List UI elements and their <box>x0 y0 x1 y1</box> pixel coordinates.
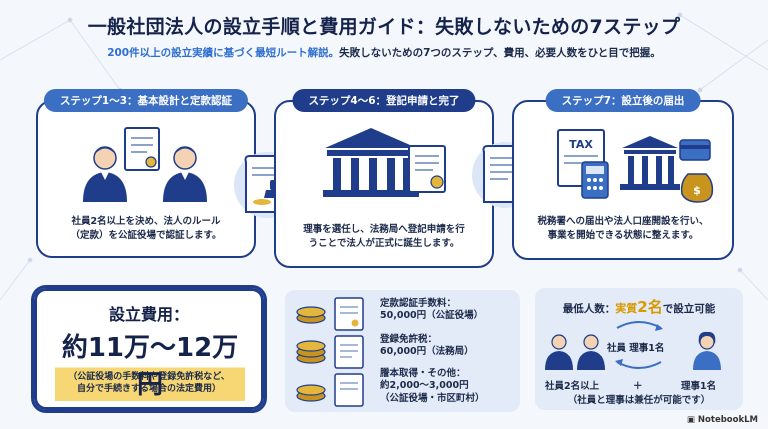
fee-item-notary: 定款認証手数料： 50,000円（公証役場） <box>380 298 483 323</box>
fees-panel: 定款認証手数料： 50,000円（公証役場） 登録免許税： 60,000円（法務… <box>285 290 520 412</box>
step-desc-1b: （定款）を公証役場で認証します。 <box>70 230 222 241</box>
step-tab-3: ステップ7：設立後の届出 <box>545 89 701 112</box>
fee-label: 定款認証手数料： <box>380 298 457 309</box>
watermark: ▣ NotebookLM <box>686 415 758 425</box>
concurrent-note: （社員と理事は兼任が可能です） <box>567 395 711 406</box>
cost-value: 約11万〜12万円 <box>55 327 245 401</box>
tax-label: TAX <box>569 138 593 151</box>
step-desc-3b: 事業を開始できる状態に整えます。 <box>547 230 699 241</box>
coins-documents-icon <box>296 297 364 407</box>
tax-bank-icon: TAX $ <box>557 129 714 203</box>
fee-amount: 約2,000〜3,000円 <box>380 380 469 392</box>
business-people-icon <box>83 127 207 202</box>
fee-item-other: 謄本取得・その他： 約2,000〜3,000円 （公証役場・市区町村） <box>380 368 485 405</box>
step-desc-3a: 税務署への届出や法人口座開設を行い、 <box>537 216 709 227</box>
step-tab-1: ステップ1〜3：基本設計と定款認証 <box>43 89 249 112</box>
minimum-title: 最低人数：実質2名で設立可能 <box>562 298 716 316</box>
watermark-icon: ▣ <box>686 415 698 425</box>
fee-amount: 50,000円（公証役場） <box>380 310 484 322</box>
cost-summary-box: 設立費用： 約11万〜12万円 （公証役場の手数料や登録免許税など、 自分で手続… <box>31 285 267 413</box>
overlap-label: 社員 理事1名 <box>607 343 665 354</box>
courthouse-icon <box>323 128 446 197</box>
fee-item-registration-tax: 登録免許税： 60,000円（法務局） <box>380 334 474 359</box>
step-desc-2a: 理事を選任し、法務局へ登記申請を行 <box>303 224 465 235</box>
minimum-people-panel: 最低人数：実質2名で設立可能 社員 理事1名 社員2名以上 ＋ 理事1名 （社員… <box>535 288 743 410</box>
step-card-3: ステップ7：設立後の届出 TAX $ 税務署への届出や法人口座開設を行い、 事業… <box>512 89 734 260</box>
members-label: 社員2名以上 <box>545 381 600 392</box>
svg-text:$: $ <box>693 184 701 197</box>
plus-sign: ＋ <box>633 381 643 392</box>
subtitle-highlight: 200件以上の設立実績に基づく最短ルート解説。 <box>107 47 340 59</box>
step-tab-2: ステップ4〜6：登記申請と完了 <box>292 89 476 112</box>
cost-note-line1: （公証役場の手数料や登録免許税など、 <box>68 372 230 382</box>
members-directors-icon <box>545 321 721 370</box>
step-card-2: ステップ4〜6：登記申請と完了 理事を選任し、法務局へ登記申請を行 うことで法人… <box>274 89 494 268</box>
directors-label: 理事1名 <box>681 381 717 392</box>
fee-amount: 60,000円（法務局） <box>380 346 474 358</box>
page-title: 一般社団法人の設立手順と費用ガイド：失敗しないための7ステップ <box>87 16 681 38</box>
cost-title: 設立費用： <box>108 305 189 324</box>
cost-note-line2: 自分で手続きする場合の法定費用） <box>76 384 221 395</box>
page-subtitle: 200件以上の設立実績に基づく最短ルート解説。失敗しないための7つのステップ、費… <box>0 45 768 60</box>
fee-note: （公証役場・市区町村） <box>380 392 485 404</box>
subtitle-rest: 失敗しないための7つのステップ、費用、必要人数をひと目で把握。 <box>339 47 661 59</box>
step-desc-2b: うことで法人が正式に誕生します。 <box>308 238 460 249</box>
step-desc-1a: 社員2名以上を決め、法人のルール <box>71 216 221 227</box>
fee-label: 登録免許税： <box>380 334 438 345</box>
cost-note: （公証役場の手数料や登録免許税など、 自分で手続きする場合の法定費用） <box>37 371 261 395</box>
fee-label: 謄本取得・その他： <box>380 368 466 379</box>
step-card-1: ステップ1〜3：基本設計と定款認証 社員2名以上を決め、法人のルール （定款）を… <box>36 89 256 258</box>
